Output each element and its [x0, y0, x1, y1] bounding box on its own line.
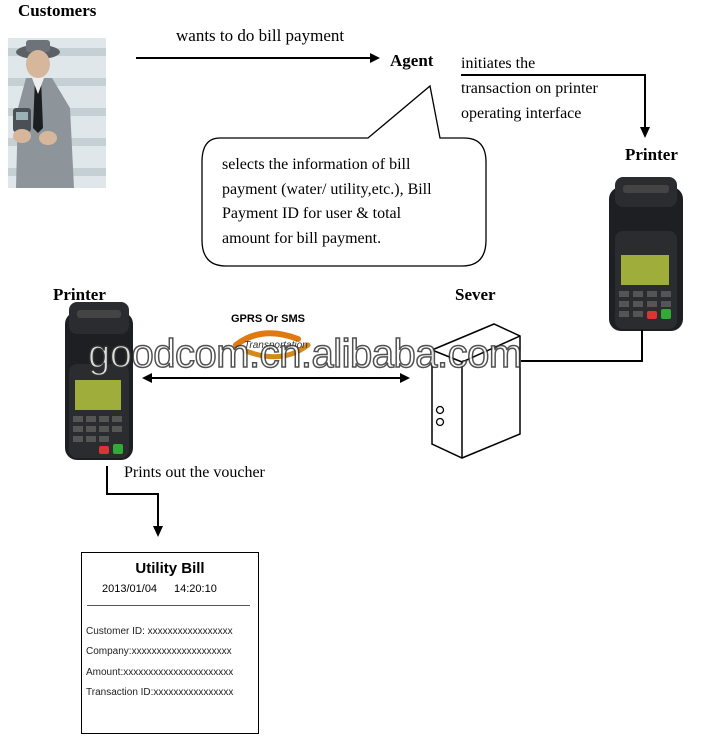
printer-to-voucher-arrow-v1	[106, 466, 108, 494]
voucher-row-transaction-id: Transaction ID:xxxxxxxxxxxxxxxx	[86, 687, 234, 698]
bubble-line-1: selects the information of bill	[222, 156, 411, 173]
customer-photo	[8, 38, 106, 188]
voucher-date: 2013/01/04	[102, 583, 158, 595]
agent-to-printer-line-3: operating interface	[461, 105, 582, 122]
voucher-receipt: Utility Bill 2013/01/04 14:20:10 Custome…	[81, 552, 259, 734]
voucher-title: Utility Bill	[135, 560, 205, 577]
agent-to-printer-label: initiates the transaction on printer ope…	[461, 51, 598, 126]
bubble-line-3: Payment ID for user & total	[222, 205, 402, 222]
printer-to-voucher-arrow-h	[106, 493, 159, 495]
transport-sublabel: Transportation	[244, 340, 308, 351]
printer-device-right-icon	[609, 177, 683, 331]
customer-to-agent-label: wants to do bill payment	[176, 26, 345, 45]
agent-to-printer-arrow-v	[644, 74, 646, 128]
server-label: Sever	[455, 285, 496, 304]
transport-swirl-icon	[233, 330, 311, 360]
voucher-time: 14:20:10	[174, 583, 217, 595]
bubble-line-2: payment (water/ utility,etc.), Bill	[222, 180, 432, 198]
voucher-row-customer-id: Customer ID: xxxxxxxxxxxxxxxxx	[86, 626, 233, 637]
gprs-label: GPRS Or SMS	[231, 313, 305, 325]
printer-right-label: Printer	[625, 145, 678, 164]
bubble-line-4: amount for bill payment.	[222, 229, 382, 247]
voucher-divider	[87, 605, 250, 606]
printer-to-voucher-label: Prints out the voucher	[124, 464, 265, 481]
printer-server-link	[150, 377, 402, 379]
arrowhead-agent	[370, 53, 380, 63]
arrowhead-voucher	[153, 526, 163, 537]
agent-to-printer-arrow-h	[461, 74, 645, 76]
server-to-printer-link-v	[641, 330, 643, 361]
agent-to-printer-line-1: initiates the	[461, 55, 536, 72]
arrowhead-printer-right	[640, 127, 650, 138]
agent-label: Agent	[390, 51, 434, 70]
customers-label: Customers	[18, 1, 97, 20]
customer-to-agent-arrow	[136, 57, 372, 59]
watermark: goodcom.cn.alibaba.com	[87, 331, 523, 377]
voucher-row-company: Company:xxxxxxxxxxxxxxxxxxxx	[86, 646, 232, 657]
arrowhead-server	[400, 373, 410, 383]
speech-bubble-text: selects the information of bill payment …	[222, 153, 432, 251]
voucher-row-amount: Amount:xxxxxxxxxxxxxxxxxxxxxx	[86, 667, 234, 678]
agent-to-printer-line-2: transaction on printer	[461, 80, 598, 97]
printer-to-voucher-arrow-v2	[157, 493, 159, 526]
server-icon	[431, 323, 521, 459]
arrowhead-left-printer	[142, 373, 152, 383]
printer-device-left-icon	[65, 302, 133, 460]
speech-bubble	[201, 84, 487, 267]
server-to-printer-link-h	[521, 360, 643, 362]
printer-left-label: Printer	[53, 285, 106, 304]
